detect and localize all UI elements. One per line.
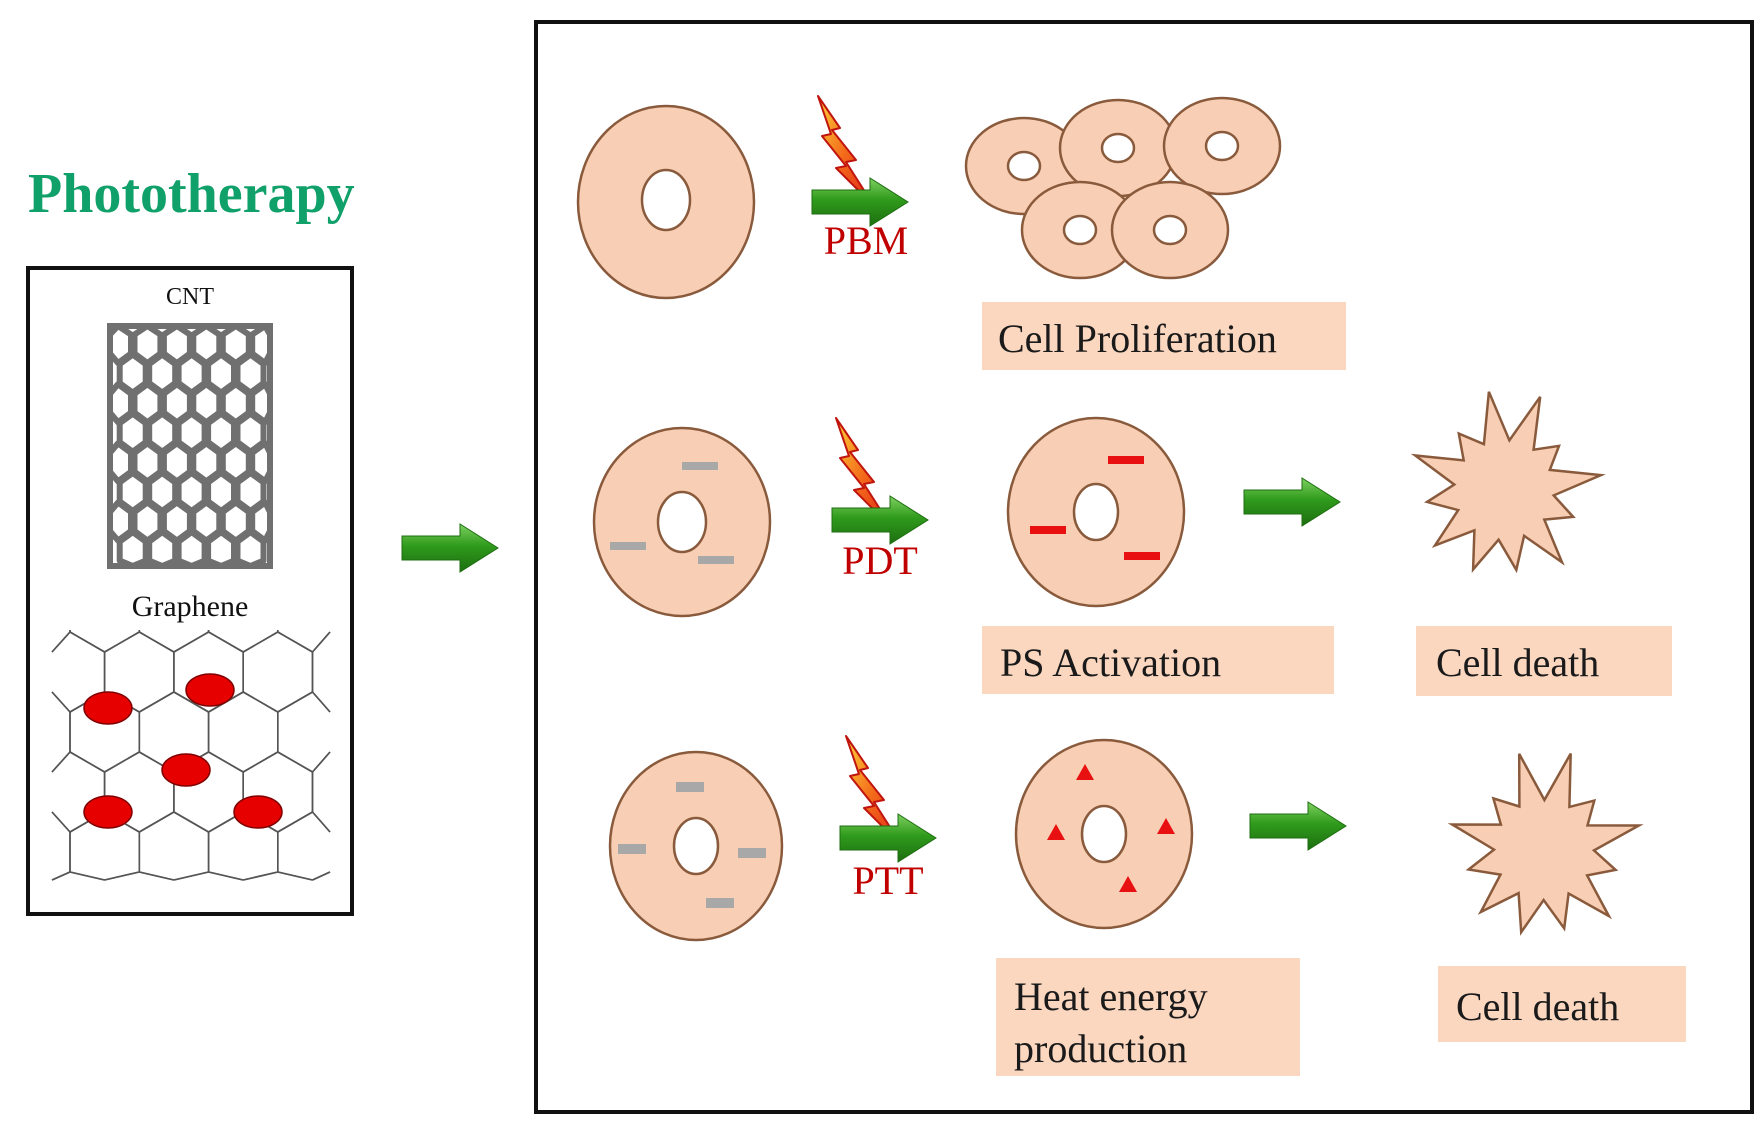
mechanism-label-ptt-line1: Heat energy	[1014, 974, 1208, 1019]
row-ptt: PTT Heat energy production Cell death	[608, 735, 1686, 1076]
label-box	[982, 626, 1334, 694]
method-label-pdt: PDT	[842, 538, 918, 583]
row-pbm: PBM Cell Proliferation	[576, 95, 1346, 370]
method-label-pbm: PBM	[824, 218, 909, 263]
materials-box	[26, 266, 354, 916]
label-box	[1438, 966, 1686, 1042]
graphene-structure-icon	[51, 630, 331, 881]
activated-cell-icon	[1006, 416, 1186, 608]
label-box	[996, 958, 1300, 1076]
dead-cell-icon	[1410, 391, 1606, 574]
outcome-label-pbm: Cell Proliferation	[998, 316, 1277, 361]
cnt-label: CNT	[166, 284, 214, 310]
proliferated-cells-icon	[964, 96, 1282, 280]
cell-icon	[576, 104, 756, 300]
label-box	[982, 302, 1346, 370]
row-pdt: PDT PS Activation Cell death	[592, 391, 1672, 696]
main-arrow-icon	[401, 523, 499, 573]
dead-cell-icon	[1447, 752, 1644, 936]
cnt-structure-icon	[107, 323, 273, 569]
cell-with-ps-icon	[592, 426, 772, 618]
heated-cell-icon	[1014, 738, 1194, 930]
outcome-label-ptt: Cell death	[1456, 984, 1619, 1029]
mechanism-label-ptt-line2: production	[1014, 1026, 1187, 1071]
method-label-ptt: PTT	[852, 858, 923, 903]
cell-with-ps-icon	[608, 750, 784, 942]
label-box	[1416, 626, 1672, 696]
outcome-label-pdt: Cell death	[1436, 640, 1599, 685]
mechanism-label-pdt: PS Activation	[1000, 640, 1221, 685]
diagram-title: Phototherapy	[28, 163, 355, 225]
graphene-label: Graphene	[132, 590, 249, 623]
